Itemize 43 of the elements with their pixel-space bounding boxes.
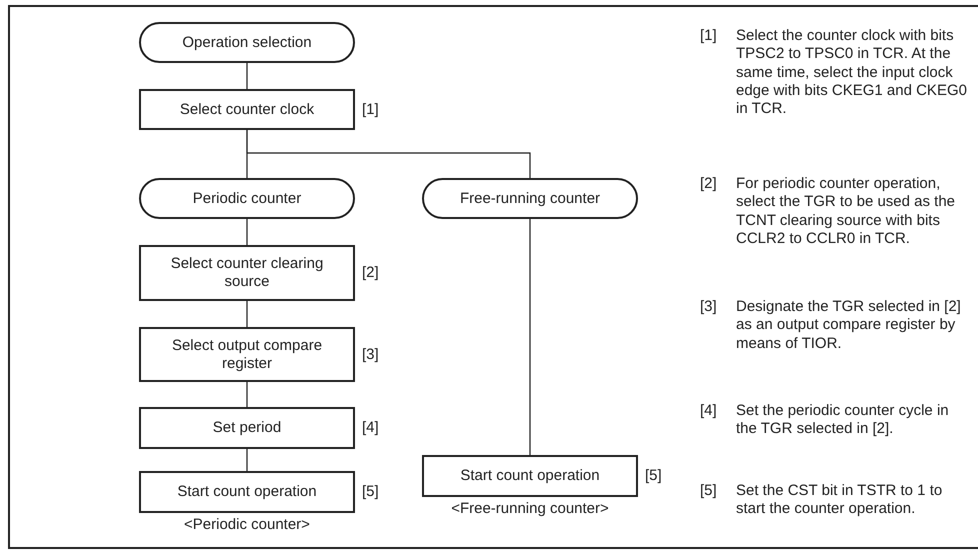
process-box [139,327,355,382]
note-number: [4] [700,402,717,420]
step-number: [3] [362,346,379,362]
process-box [139,89,355,130]
node-text: Select counter clearing source [170,255,324,291]
node-text: Free-running counter [460,190,600,208]
node-text: Start count operation [460,467,600,485]
connector-line [246,63,248,89]
step-number: [2] [362,264,379,281]
terminal-shape [422,178,638,219]
step-number: [5] [645,467,662,484]
process-box [139,407,355,449]
note-number: [2] [700,175,717,194]
node-text: Start count operation [177,483,317,501]
note-text: For periodic counter operation, select the TGR to be used as the TCNT clearing source with bits CCLR2 to CCLR0 in TCR. [736,175,956,248]
step-number: [5] [362,483,379,500]
node-text: Set period [212,419,282,437]
connector-line [246,449,248,471]
flow-caption: <Periodic counter> [183,516,311,533]
node-text: Select counter clock [180,100,314,118]
step-number: [4] [362,419,379,436]
process-box [422,455,638,497]
note-number: [5] [700,482,717,500]
node-text: Select output compare register [170,336,324,372]
step-number: [1] [362,100,379,118]
terminal-shape [139,22,355,63]
connector-line [529,219,531,455]
note-text: Set the periodic counter cycle in the TGR selected in [2]. [736,402,950,439]
node-text: Operation selection [182,34,312,52]
flow-caption: <Free-running counter> [450,500,610,517]
node-text: Periodic counter [192,190,302,208]
terminal-shape [139,178,355,219]
note-text: Select the counter clock with bits TPSC2 to TPSC0 in TCR. At the same time, select the input clock edge with bits CKEG1 and CKEG0 in TCR. [736,27,968,118]
note-text: Set the CST bit in TSTR to 1 to start the counter operation. [736,482,944,519]
note-number: [3] [700,298,717,316]
connector-line [246,382,248,407]
connector-line [246,301,248,327]
connector-line [246,219,248,245]
process-box [139,471,355,513]
connector-line [246,130,531,178]
note-number: [1] [700,27,717,46]
process-box [139,245,355,301]
note-text: Designate the TGR selected in [2] as an output compare register by means of TIOR. [736,298,962,353]
